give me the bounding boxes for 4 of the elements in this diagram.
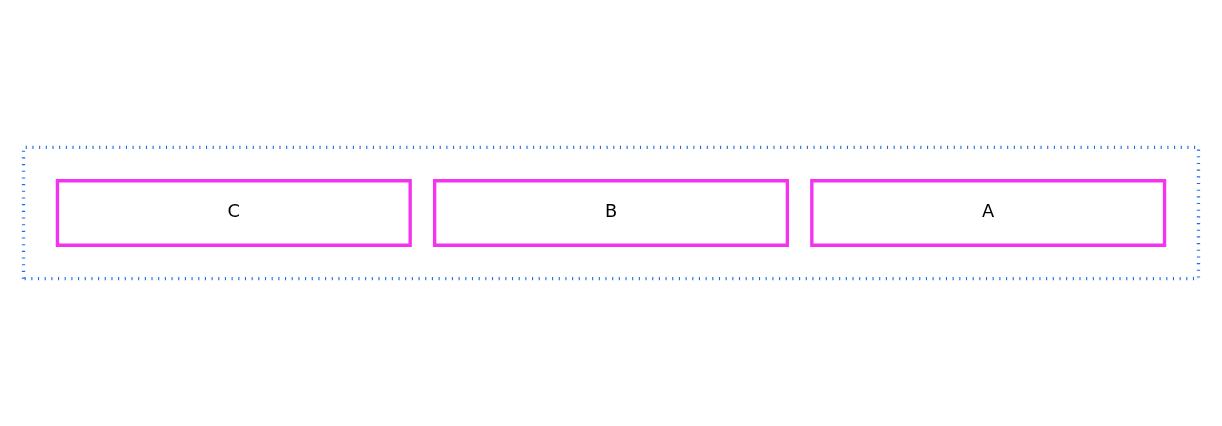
node-box: B (432, 179, 790, 247)
node-box: C (55, 179, 412, 247)
node-box: A (810, 179, 1167, 247)
cluster (21, 145, 1201, 281)
